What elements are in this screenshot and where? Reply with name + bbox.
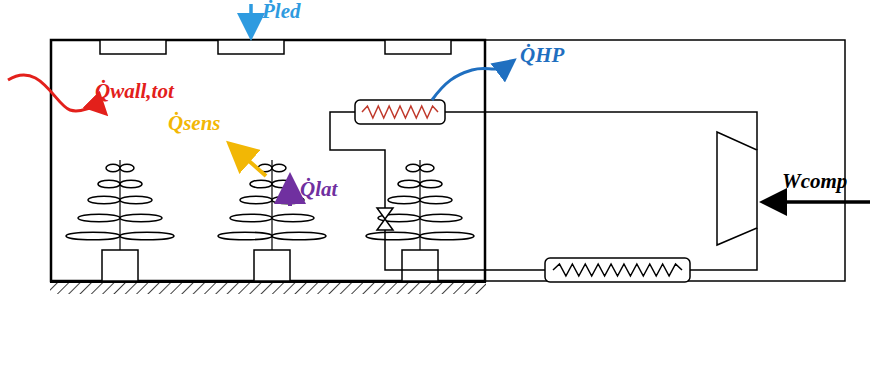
led-panel (218, 40, 284, 54)
latent-heat-arrow (288, 180, 292, 206)
refrigerant-line (445, 112, 757, 150)
heat-pump-heat-arrow (432, 62, 512, 100)
compressor-work-arrow (766, 200, 870, 204)
plant-leaf (420, 232, 474, 240)
compressor (717, 132, 757, 245)
plant-leaf (230, 214, 272, 222)
plant-leaf (66, 232, 120, 240)
machine-room (485, 40, 845, 281)
heat-flow-label: Q̇wall,tot (95, 80, 174, 103)
heat-flow-label: Q̇lat (300, 178, 337, 201)
heat-flow-label: Q̇sens (168, 112, 221, 135)
plant-leaf (240, 196, 272, 204)
heat-flow-label: Q̇HP (520, 44, 564, 67)
expansion-valve (377, 208, 393, 230)
plant-leaf (420, 214, 462, 222)
wall-heat-arrow (8, 75, 104, 112)
ground-hatch (50, 282, 486, 294)
plant-leaf (388, 196, 420, 204)
led-panel (385, 40, 451, 54)
led-power-arrow (249, 4, 253, 34)
plant-leaf (120, 232, 174, 240)
plant-leaf (120, 180, 142, 188)
plants (66, 160, 474, 281)
plant-leaf (250, 180, 272, 188)
plant-leaf (272, 214, 314, 222)
plant-leaf (106, 164, 120, 172)
plant-leaf (88, 196, 120, 204)
plant-leaf (398, 180, 420, 188)
plant-pot (254, 250, 290, 281)
plant-leaf (120, 164, 134, 172)
plant-pot (402, 250, 438, 281)
power-label: Ṗled (262, 0, 300, 23)
plant-leaf (420, 164, 434, 172)
refrigerant-line (330, 112, 385, 208)
plant-leaf (406, 164, 420, 172)
plant-leaf (272, 164, 286, 172)
refrigerant-line (385, 230, 545, 270)
coil-winding (362, 106, 438, 118)
coil-winding (553, 264, 682, 276)
evaporator-coil (545, 258, 690, 282)
plant-pot (102, 250, 138, 281)
growth-chamber (51, 40, 485, 281)
work-label: Wcomp (782, 170, 847, 193)
plant-leaf (272, 232, 326, 240)
plant-leaf (120, 214, 162, 222)
led-panel (100, 40, 166, 54)
plant-leaf (78, 214, 120, 222)
plant-leaf (120, 196, 152, 204)
condenser-coil (355, 100, 445, 124)
plant-leaf (420, 196, 452, 204)
plant-leaf (366, 232, 420, 240)
sensible-heat-arrow (232, 146, 266, 176)
plant-leaf (218, 232, 272, 240)
plant-leaf (420, 180, 442, 188)
plant-leaf (98, 180, 120, 188)
heat-pump-circuit (330, 100, 757, 282)
